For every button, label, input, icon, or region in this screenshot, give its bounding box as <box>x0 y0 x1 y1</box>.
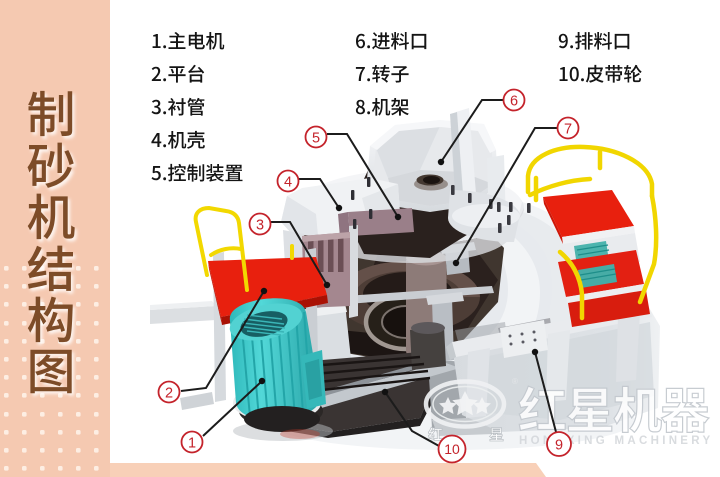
svg-text:1: 1 <box>188 435 196 451</box>
svg-text:®: ® <box>512 377 518 386</box>
svg-text:10: 10 <box>444 441 460 457</box>
svg-text:5: 5 <box>312 130 320 146</box>
svg-text:2: 2 <box>165 385 173 401</box>
svg-text:3: 3 <box>256 217 264 233</box>
svg-text:6: 6 <box>510 93 518 109</box>
svg-text:4: 4 <box>284 174 292 190</box>
svg-text:7: 7 <box>564 121 572 137</box>
svg-text:9: 9 <box>555 437 563 453</box>
